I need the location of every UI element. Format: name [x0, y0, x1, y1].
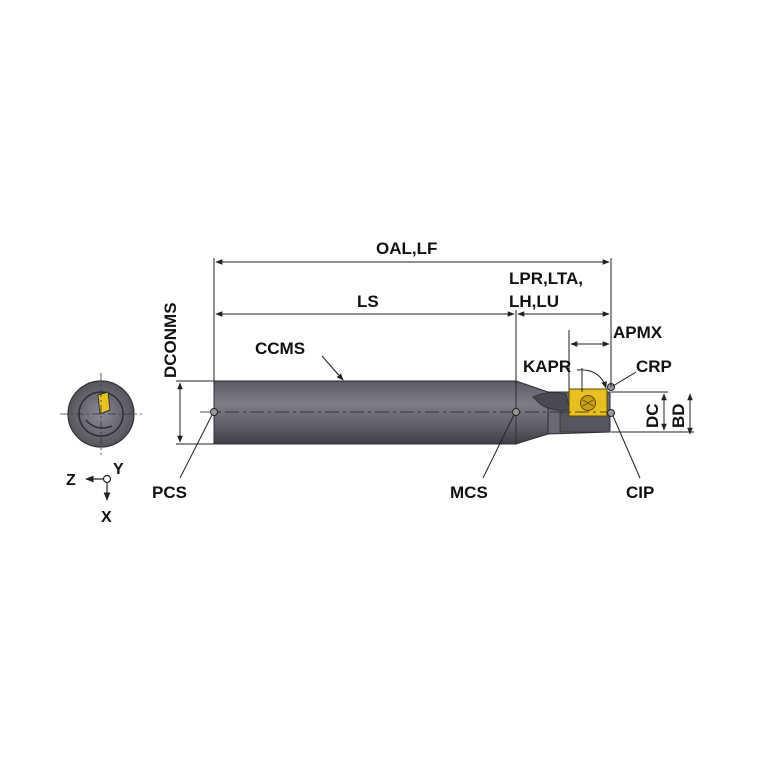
dimensions — [176, 258, 694, 479]
mcs-marker — [512, 408, 520, 416]
labels: OAL,LF LS LPR,LTA, LH,LU APMX KAPR CRP C… — [152, 239, 688, 502]
y-axis-origin — [102, 474, 112, 484]
label-ls: LS — [357, 292, 379, 311]
z-axis-label: Z — [66, 472, 76, 489]
mcs-leader — [482, 414, 515, 479]
label-bd: BD — [669, 403, 688, 428]
label-oal-lf: OAL,LF — [376, 239, 437, 258]
crp-leader — [612, 371, 637, 387]
pcs-leader — [179, 414, 213, 479]
label-pcs: PCS — [152, 483, 187, 502]
label-lpr-lta: LPR,LTA, — [509, 269, 583, 288]
y-axis-label: Y — [113, 461, 124, 478]
label-cip: CIP — [626, 483, 654, 502]
label-lh-lu: LH,LU — [509, 292, 559, 311]
end-view-flute — [85, 419, 113, 429]
label-apmx: APMX — [613, 323, 663, 342]
label-mcs: MCS — [450, 483, 488, 502]
pcs-marker — [210, 408, 218, 416]
tool-shank — [213, 380, 517, 445]
label-dconms: DCONMS — [161, 302, 180, 378]
ccms-leader — [321, 355, 344, 381]
cip-marker — [607, 409, 615, 417]
end-view-insert — [97, 391, 111, 415]
x-axis-label: X — [101, 509, 112, 526]
label-kapr: KAPR — [523, 357, 571, 376]
tool-body — [200, 380, 618, 445]
label-crp: CRP — [636, 357, 672, 376]
label-ccms: CCMS — [255, 339, 305, 358]
label-dc: DC — [643, 403, 662, 428]
coordinate-axes: Z Y X — [66, 461, 124, 526]
kapr-arc — [576, 369, 607, 389]
cip-leader — [612, 415, 641, 479]
insert-screw-cross — [582, 399, 594, 407]
end-view — [60, 373, 142, 455]
